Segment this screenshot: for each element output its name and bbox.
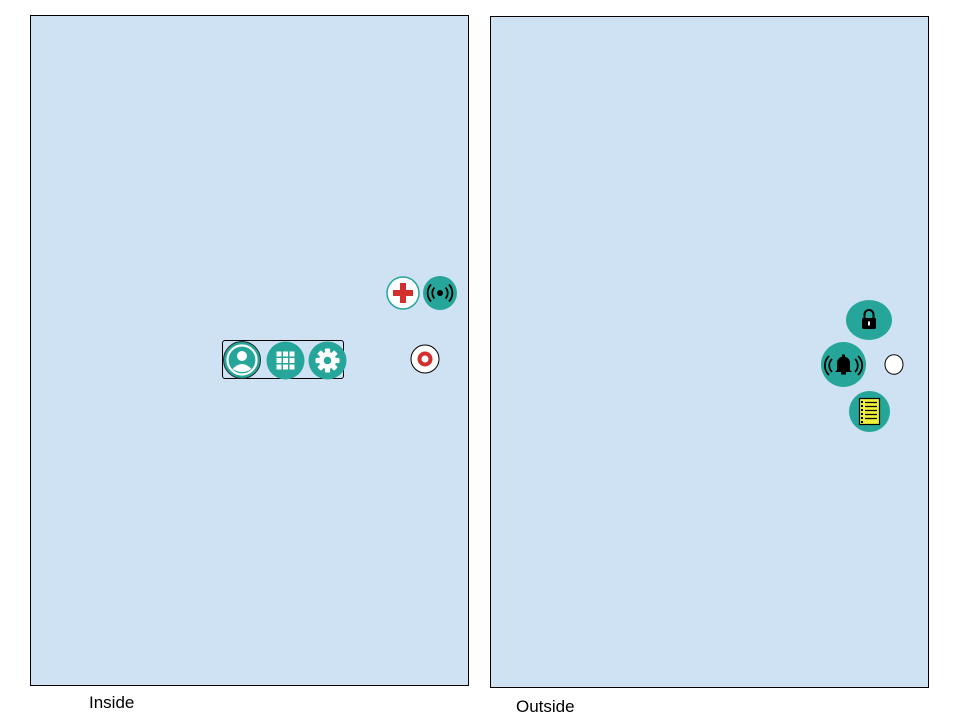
broadcast-icon[interactable] <box>422 275 458 311</box>
keypad-icon[interactable] <box>266 341 305 380</box>
notebook-icon[interactable] <box>849 391 890 432</box>
record-button-icon[interactable] <box>410 344 440 374</box>
outside-label: Outside <box>516 697 575 716</box>
medical-cross-icon[interactable] <box>386 276 420 310</box>
lock-icon[interactable] <box>846 300 892 340</box>
gear-icon[interactable] <box>308 341 347 380</box>
inside-label: Inside <box>89 693 135 712</box>
alarm-bell-icon[interactable] <box>821 342 866 387</box>
status-indicator <box>884 354 904 375</box>
user-icon[interactable] <box>223 341 261 379</box>
